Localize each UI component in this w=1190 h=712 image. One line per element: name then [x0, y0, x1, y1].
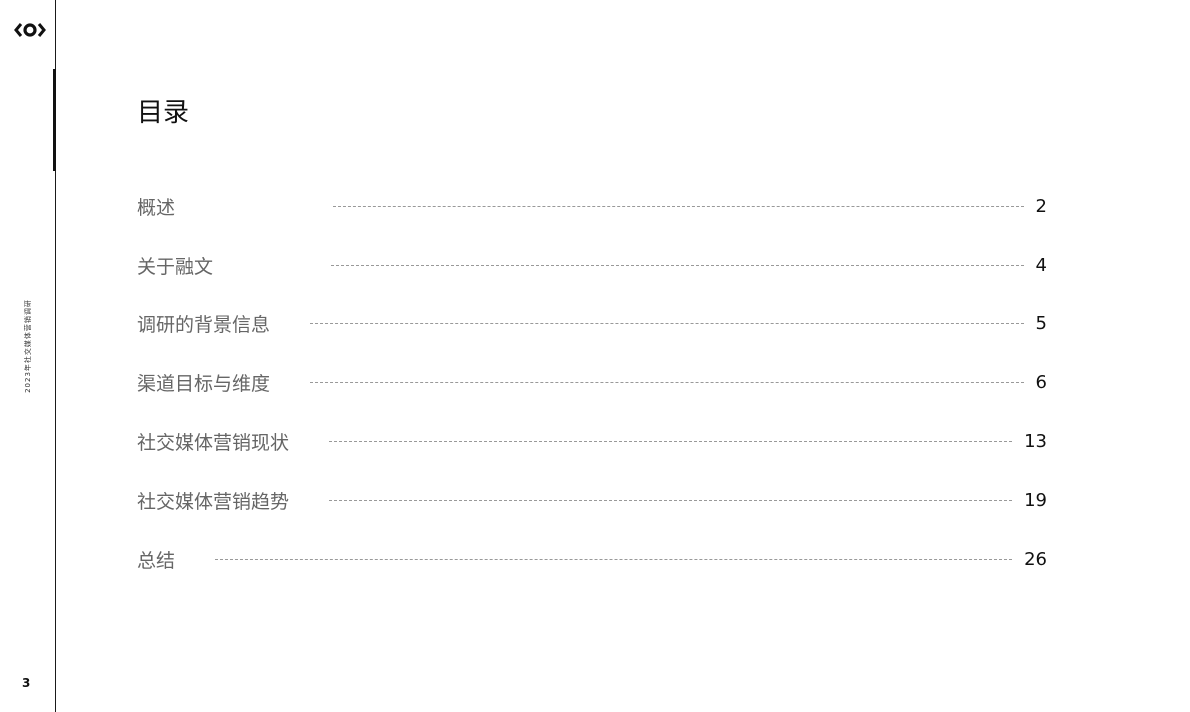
toc-item-page: 13 — [1024, 430, 1047, 452]
toc-item-page: 5 — [1035, 312, 1047, 334]
toc-item-page: 19 — [1024, 489, 1047, 511]
toc-item[interactable]: 总结 26 — [137, 544, 1047, 574]
toc-leader-dots — [329, 499, 1013, 501]
toc-item-page: 26 — [1024, 548, 1047, 570]
page-number: 3 — [22, 676, 31, 690]
toc-item-page: 2 — [1035, 195, 1047, 217]
toc-item-page: 4 — [1035, 254, 1047, 276]
toc-item-label: 渠道目标与维度 — [137, 372, 271, 395]
toc-leader-dots — [310, 322, 1024, 324]
toc-item[interactable]: 关于融文 4 — [137, 250, 1047, 280]
toc-item-label: 总结 — [137, 549, 176, 572]
toc-item[interactable]: 调研的背景信息 5 — [137, 308, 1047, 338]
toc-leader-dots — [310, 381, 1024, 383]
page-title: 目录 — [137, 98, 190, 128]
toc-leader-dots — [215, 558, 1013, 560]
toc-leader-dots — [333, 205, 1024, 207]
toc-leader-dots — [331, 264, 1024, 266]
toc-item[interactable]: 概述 2 — [137, 191, 1047, 221]
sidebar-divider — [55, 0, 56, 712]
sidebar-accent-bar — [53, 69, 56, 171]
report-title-vertical: 2023年社交媒体营销调研 — [24, 299, 32, 393]
toc-item-label: 社交媒体营销趋势 — [137, 490, 290, 513]
toc-item-page: 6 — [1035, 371, 1047, 393]
eye-bracket-logo-icon — [14, 23, 46, 37]
toc-item-label: 概述 — [137, 196, 176, 219]
toc-item-label: 调研的背景信息 — [137, 313, 271, 336]
toc-leader-dots — [329, 440, 1013, 442]
toc-item-label: 社交媒体营销现状 — [137, 431, 290, 454]
toc-item[interactable]: 社交媒体营销现状 13 — [137, 426, 1047, 456]
toc-item-label: 关于融文 — [137, 255, 214, 278]
toc-item[interactable]: 社交媒体营销趋势 19 — [137, 485, 1047, 515]
toc-item[interactable]: 渠道目标与维度 6 — [137, 367, 1047, 397]
